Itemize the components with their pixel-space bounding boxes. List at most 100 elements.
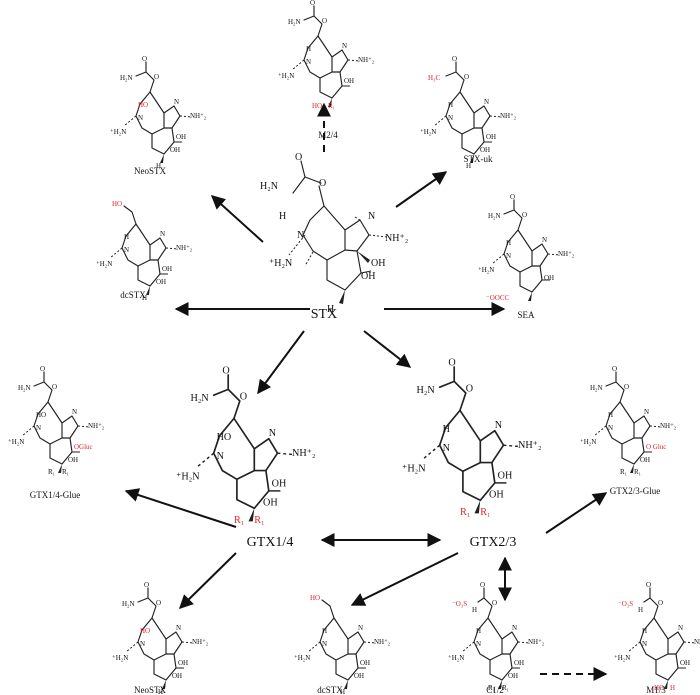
- label-gtx14: GTX1/4: [247, 535, 294, 550]
- gtx14-structure-atom-n1: N: [217, 451, 225, 462]
- m24-structure-atom-o: O: [310, 0, 315, 7]
- gtx14glue-structure-atom-n7: N: [72, 408, 77, 416]
- label-stxuk: STX-uk: [464, 154, 493, 164]
- c12-structure-atom-h-n: H: [472, 606, 477, 614]
- m13-structure-atom-n7: N: [678, 624, 683, 632]
- m13-structure-atom-n1: N: [642, 640, 647, 648]
- sea-structure-atom-o: O: [510, 193, 515, 201]
- sea-structure-atom-n7: N: [542, 236, 547, 244]
- gtx14-structure-atom-r1: R₁: [234, 515, 244, 526]
- neostx-bottom-structure-atom-nh2plus: NH⁺₂: [192, 638, 209, 646]
- sea-structure-atom-nh2plus: NH⁺₂: [558, 250, 575, 258]
- neostx-top-structure-atom-oh2: OH: [170, 146, 180, 154]
- dcstx-bottom-structure-atom-nh2plus: NH⁺₂: [374, 638, 391, 646]
- label-gtx23glue: GTX2/3-Glue: [610, 486, 661, 496]
- m13-structure-atom-nh2plus: NH⁺₂: [694, 638, 700, 646]
- arrow-gtx23-to-glue: [545, 492, 608, 534]
- arrow-stx-to-stxuk: [395, 171, 448, 208]
- m24-structure-atom-n1-sub: H: [306, 45, 311, 53]
- arrow-stx-to-gtx23: [363, 330, 412, 368]
- gtx14-structure-atom-n1-sub: HO: [217, 432, 232, 443]
- neostx-top-structure-atom-o: O: [142, 55, 147, 63]
- gtx14-structure-atom-nh2plus: NH⁺₂: [292, 448, 316, 459]
- gtx14glue-structure-atom-gluc: OGluc: [74, 443, 93, 451]
- dcstx-top-structure-atom-h: H: [142, 294, 147, 302]
- gtx23-structure-atom-n7: N: [495, 420, 503, 431]
- gtx14-structure-atom-o2: O: [240, 392, 247, 403]
- gtx14glue-structure-atom-o: O: [40, 365, 45, 373]
- dcstx-bottom-structure-atom-ho: HO: [310, 594, 320, 602]
- m24-structure-atom-n1: N: [306, 58, 311, 66]
- c12-structure-atom-o3s: ⁻O₃S: [452, 600, 467, 608]
- label-dcstx-top: dcSTX: [120, 290, 146, 300]
- gtx23glue-structure-atom-r1: R₁: [620, 468, 627, 476]
- gtx23glue-structure-atom-h2n: H₂N: [590, 384, 603, 392]
- gtx14-structure-atom-n7: N: [269, 428, 277, 439]
- neostx-top-structure-atom-nh2plus: NH⁺₂: [190, 112, 207, 120]
- m13-structure-atom-o3s: ⁻O₃S: [618, 600, 633, 608]
- gtx14glue-structure-atom-o2: O: [52, 383, 57, 391]
- gtx14glue-structure-atom-n1: N: [36, 424, 41, 432]
- gtx14-structure-atom-oh2: OH: [263, 497, 278, 508]
- arrow-stx-to-gtx14: [257, 330, 305, 395]
- gtx23-structure-atom-o2: O: [466, 384, 473, 395]
- c12-structure-atom-r2: R₁: [502, 684, 509, 692]
- gtx23glue-structure-atom-o: O: [612, 365, 617, 373]
- label-gtx23: GTX2/3: [470, 535, 517, 550]
- gtx14-structure-atom-o: O: [222, 365, 229, 376]
- gtx23-structure-atom-r2: R₁: [480, 507, 490, 518]
- reaction-arrows: [124, 102, 608, 681]
- c12-structure-atom-o2: O: [492, 599, 497, 607]
- stxuk-structure-atom-h: H: [466, 162, 471, 170]
- stxuk-structure-atom-oh2: OH: [480, 146, 490, 154]
- stxuk-structure-atom-o: O: [452, 55, 457, 63]
- dcstx-bottom-structure-atom-oh1: OH: [360, 659, 370, 667]
- m13-structure-atom-h: H: [670, 684, 675, 692]
- m24-structure-atom-oh1: OH: [344, 77, 354, 85]
- m24-structure-atom-h2n: H₂N: [288, 18, 301, 26]
- dcstx-bottom-structure-atom-nh2plus-left: ⁺H₂N: [294, 654, 310, 662]
- dcstx-top-structure-atom-n1: N: [124, 246, 129, 254]
- sea-structure-atom-nh2plus-left: ⁺H₂N: [478, 266, 494, 274]
- arrow-gtx14-to-glue: [124, 488, 237, 528]
- arrow-gtx14-to-neostx: [179, 552, 237, 609]
- c12-structure-atom-r1: R₁: [488, 684, 495, 692]
- stxuk-structure-atom-nh2plus-left: ⁺H₂N: [420, 128, 436, 136]
- stxuk-structure-atom-oh1: OH: [486, 133, 496, 141]
- neostx-bottom-structure-atom-n1: N: [140, 640, 145, 648]
- neostx-bottom-structure-atom-o2: O: [156, 599, 161, 607]
- gtx23glue-structure-atom-n7: N: [644, 408, 649, 416]
- m13-structure-atom-o: O: [646, 581, 651, 589]
- label-dcstx-bottom: dcSTX: [317, 685, 343, 695]
- dcstx-top-structure-atom-oh2: OH: [156, 278, 166, 286]
- stxuk-structure-atom-nh2plus: NH⁺₂: [500, 112, 517, 120]
- gtx14glue-structure-atom-h2n: H₂N: [18, 384, 31, 392]
- label-neostx-bottom: NeoSTX: [134, 685, 166, 695]
- gtx14-structure-atom-nh2plus-left: ⁺H₂N: [176, 471, 200, 482]
- stx-atom-n1: N: [297, 230, 304, 241]
- stx-atom-nh2plus-left: ⁺H₂N: [269, 258, 292, 269]
- c12-structure-atom-o: O: [480, 581, 485, 589]
- neostx-bottom-structure-atom-o: O: [144, 581, 149, 589]
- m13-structure-atom-o2: O: [658, 599, 663, 607]
- gtx14-structure-atom-h2n: H₂N: [191, 393, 210, 404]
- neostx-bottom-structure-atom-h2n: H₂N: [122, 600, 135, 608]
- sea-structure-atom-n1-sub: H: [506, 239, 511, 247]
- neostx-top-structure-atom-oh1: OH: [176, 133, 186, 141]
- gtx14glue-structure-atom-n1-sub: HO: [36, 411, 46, 419]
- c12-structure-atom-oh2: OH: [508, 672, 518, 680]
- c12-structure-atom-nh2plus: NH⁺₂: [528, 638, 545, 646]
- label-stx: STX: [311, 307, 337, 322]
- neostx-bottom-structure-atom-h: H: [158, 688, 163, 695]
- gtx23-structure-atom-o: O: [448, 357, 455, 368]
- neostx-top-structure-atom-h: H: [156, 162, 161, 170]
- neostx-bottom-structure-atom-n7: N: [176, 624, 181, 632]
